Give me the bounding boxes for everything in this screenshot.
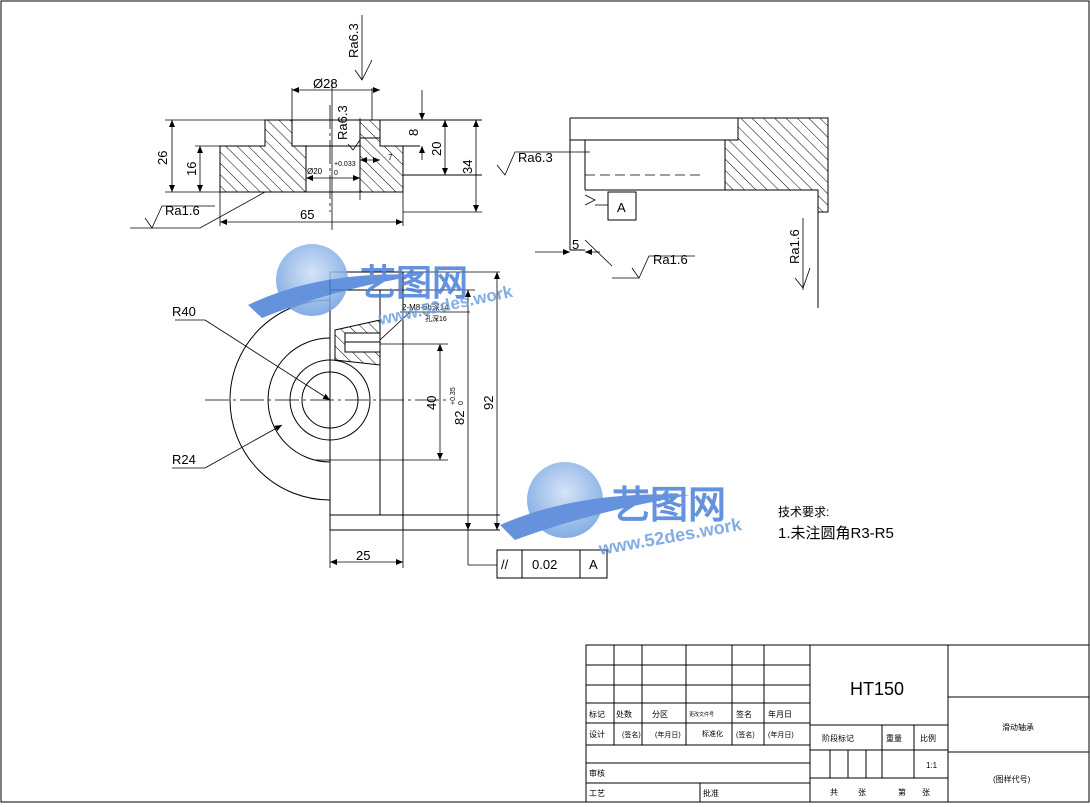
tb-mark: 标记 bbox=[589, 709, 605, 719]
tb-review: 审核 bbox=[589, 768, 605, 778]
thread-note: 2-M8-6h深14 bbox=[402, 303, 449, 312]
side-view: A 5 Ra1.6 Ra1.6 bbox=[535, 117, 829, 308]
tb-material: HT150 bbox=[850, 679, 904, 699]
dim-8: 8 bbox=[406, 129, 421, 136]
tb-change-doc: 更改文件号 bbox=[689, 711, 714, 718]
thread-hole-section bbox=[334, 319, 381, 366]
dim-diam-20-tol: +0.033 bbox=[334, 161, 356, 168]
ra-top: Ra6.3 bbox=[346, 23, 361, 58]
ra-left: Ra1.6 bbox=[165, 203, 200, 218]
tb-date3: (年月日) bbox=[768, 730, 794, 739]
tol-value: 0.02 bbox=[532, 557, 557, 572]
tb-sign3: (签名) bbox=[736, 730, 755, 739]
tb-date: 年月日 bbox=[768, 709, 792, 719]
front-view: Ø28 Ø20 +0.033 0 7 65 26 16 8 20 34 bbox=[130, 15, 590, 230]
tolerance-frame bbox=[496, 549, 608, 579]
dim-82-tol-low: 0 bbox=[458, 401, 465, 405]
ra-side-right: Ra1.6 bbox=[787, 229, 802, 264]
label-r40: R40 bbox=[172, 304, 196, 319]
tb-ratio: 比例 bbox=[920, 733, 936, 743]
datum-a-label: A bbox=[617, 200, 626, 215]
tb-part-name: 滑动轴承 bbox=[1002, 722, 1034, 732]
tol-datum: A bbox=[589, 557, 598, 572]
tb-stage: 阶段标记 bbox=[822, 733, 854, 743]
dim-diam-20: Ø20 bbox=[307, 167, 323, 176]
tb-approve: 批准 bbox=[703, 788, 719, 798]
dim-20: 20 bbox=[429, 142, 444, 156]
dim-26: 26 bbox=[155, 151, 170, 165]
front-right-section bbox=[359, 137, 404, 193]
tb-standard: 标准化 bbox=[702, 729, 723, 738]
dim-25: 25 bbox=[356, 548, 370, 563]
dim-5: 5 bbox=[572, 237, 579, 252]
dim-65: 65 bbox=[300, 207, 314, 222]
tol-symbol: // bbox=[501, 557, 509, 572]
watermark-top: 艺图网 www.52des.work bbox=[248, 244, 515, 329]
tb-date2: (年月日) bbox=[655, 730, 681, 739]
dim-diam-20-tol-low: 0 bbox=[334, 170, 338, 177]
watermark-brand-2: 艺图网 bbox=[612, 485, 726, 527]
dim-82-tol: +0.35 bbox=[450, 387, 457, 405]
tech-requirements: 技术要求: 1.未注圆角R3-R5 bbox=[778, 505, 894, 542]
dim-40: 40 bbox=[424, 396, 439, 410]
watermark-center: 艺图网 www.52des.work bbox=[500, 462, 744, 559]
dim-7: 7 bbox=[388, 153, 393, 162]
tb-sign2: (签名) bbox=[622, 730, 641, 739]
ra-right: Ra6.3 bbox=[518, 150, 553, 165]
dim-diam-28: Ø28 bbox=[313, 76, 338, 91]
tb-sign: 签名 bbox=[736, 709, 752, 719]
tb-sheets: 张 bbox=[858, 788, 866, 797]
ra-inner: Ra6.3 bbox=[335, 105, 350, 140]
tb-count: 处数 bbox=[616, 709, 632, 719]
arc-r40 bbox=[229, 299, 331, 501]
tb-zone: 分区 bbox=[652, 710, 668, 719]
tech-req-title: 技术要求: bbox=[778, 505, 829, 519]
tb-weight: 重量 bbox=[886, 733, 902, 743]
front-left-section bbox=[219, 119, 307, 193]
tb-drawing-no: (图样代号) bbox=[993, 774, 1031, 784]
tb-page: 第 bbox=[898, 787, 906, 797]
tb-process: 工艺 bbox=[589, 789, 605, 798]
dim-92: 92 bbox=[481, 396, 496, 410]
dim-16: 16 bbox=[184, 162, 199, 176]
top-view: R40 R24 2-M8-6h深14 孔深16 40 82 +0.35 0 92… bbox=[172, 271, 608, 579]
dim-82: 82 bbox=[452, 411, 467, 425]
thread-note-2: 孔深16 bbox=[425, 314, 447, 323]
title-block: 标记 处数 分区 更改文件号 签名 年月日 设计 (签名) (年月日) 标准化 … bbox=[585, 644, 1090, 803]
tb-total: 共 bbox=[830, 788, 838, 797]
watermark-brand: 艺图网 bbox=[360, 262, 468, 303]
front-right-top-section bbox=[359, 119, 381, 139]
tb-sheet2: 张 bbox=[922, 788, 930, 797]
dim-34: 34 bbox=[460, 160, 475, 174]
label-r24: R24 bbox=[172, 452, 196, 467]
tb-design: 设计 bbox=[589, 729, 605, 739]
side-section bbox=[724, 117, 829, 213]
tb-scale: 1:1 bbox=[926, 761, 938, 770]
ra-side-bottom: Ra1.6 bbox=[653, 252, 688, 267]
tech-req-item-1: 1.未注圆角R3-R5 bbox=[778, 525, 894, 542]
